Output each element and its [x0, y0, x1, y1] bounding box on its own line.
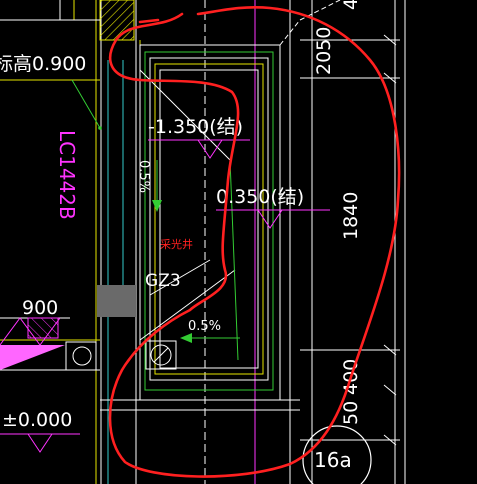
hatched-box	[27, 317, 59, 339]
axis-bubble	[302, 425, 372, 484]
leader-line	[71, 79, 101, 129]
drain-slash	[153, 347, 169, 363]
triangle-elevation-icon	[257, 209, 283, 229]
dimension-ticks	[383, 34, 397, 446]
diagonal-lines	[139, 69, 239, 361]
slope-arrowhead-2	[180, 333, 192, 343]
red-freehand-outline	[108, 6, 401, 478]
slope-label-1: 0.5%	[136, 160, 151, 193]
triangle-elevation-icon	[197, 139, 223, 159]
drain-circle	[150, 344, 172, 366]
column-tag: GZ3	[145, 271, 181, 291]
level-zero: ±0.000	[2, 409, 72, 431]
structure-level-1: -1.350(结)	[148, 116, 243, 138]
leader-dot	[98, 126, 102, 130]
red-freehand-stroke	[138, 18, 160, 24]
dim-900: 900	[22, 297, 58, 319]
dim-2050: 2050	[313, 27, 335, 75]
lightwell-label: 采光井	[160, 237, 193, 251]
hatched-wall	[99, 0, 135, 41]
small-circle	[72, 346, 92, 366]
drain-box	[145, 340, 177, 370]
slope-arrowhead-1	[152, 200, 162, 212]
small-box	[65, 341, 97, 371]
dim-50: 50	[340, 401, 362, 425]
dim-4-top: 4	[340, 0, 362, 10]
dim-1840: 1840	[340, 192, 362, 240]
window-tag: LC1442B	[55, 130, 79, 220]
magenta-fill	[0, 345, 65, 370]
triangle-elevation-icon	[27, 433, 53, 453]
column-block	[97, 285, 136, 317]
axis-bubble-label: 16a	[314, 448, 352, 472]
structure-level-2: 0.350(结)	[216, 186, 304, 208]
slope-label-2: 0.5%	[188, 319, 221, 334]
elevation-label: 标高0.900	[0, 53, 86, 75]
